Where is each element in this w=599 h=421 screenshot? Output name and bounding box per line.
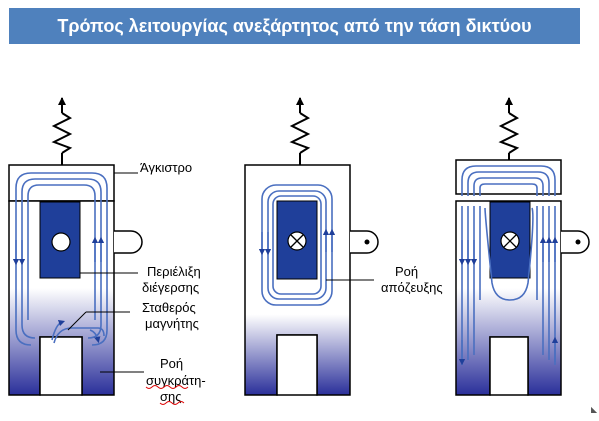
armature [8,164,115,202]
excitation-coil [489,201,531,279]
permanent-magnet-side [561,230,590,254]
relay-state-release [244,97,379,396]
coil-cross-icon [287,231,307,251]
plunger [39,336,83,396]
holding-flux-lines [12,172,108,346]
spell-underline-2 [159,401,185,405]
label-magnet-2: μαγνήτης [145,316,199,331]
label-hold-2: συγκράτη- [146,373,206,388]
spring-icon [289,97,311,165]
release-flux-lines [258,184,336,306]
label-winding-1: Περιέλιξη [147,264,201,279]
label-hold-1: Ροή [160,356,183,371]
spell-underline [145,385,189,389]
coil-cross-icon [500,231,520,251]
permanent-magnet-side [114,230,143,254]
corner-mark: ◣ [591,405,598,414]
label-release-1: Ροή [395,264,418,279]
leader-lines [67,172,144,373]
spring-icon [51,97,73,165]
label-hook: Άγκιστρο [140,160,192,175]
plunger [489,336,529,396]
relay-state-hold [8,97,144,396]
label-release-2: απόζευξης [381,280,443,295]
spring-icon [498,97,520,160]
label-winding-2: διέγερσης [142,280,199,295]
armature [455,159,562,195]
label-magnet-1: Σταθερός [142,300,196,315]
plunger [276,334,318,396]
page-title: Τρόπος λειτουργίας ανεξάρτητος από την τ… [57,15,532,36]
trip-flux-lines [458,165,559,366]
label-hold-3: σης [160,389,182,404]
title-banner: Τρόπος λειτουργίας ανεξάρτητος από την τ… [9,8,580,44]
coil-terminal [51,232,71,252]
permanent-magnet-side [350,230,379,254]
relay-state-trip [455,97,590,396]
